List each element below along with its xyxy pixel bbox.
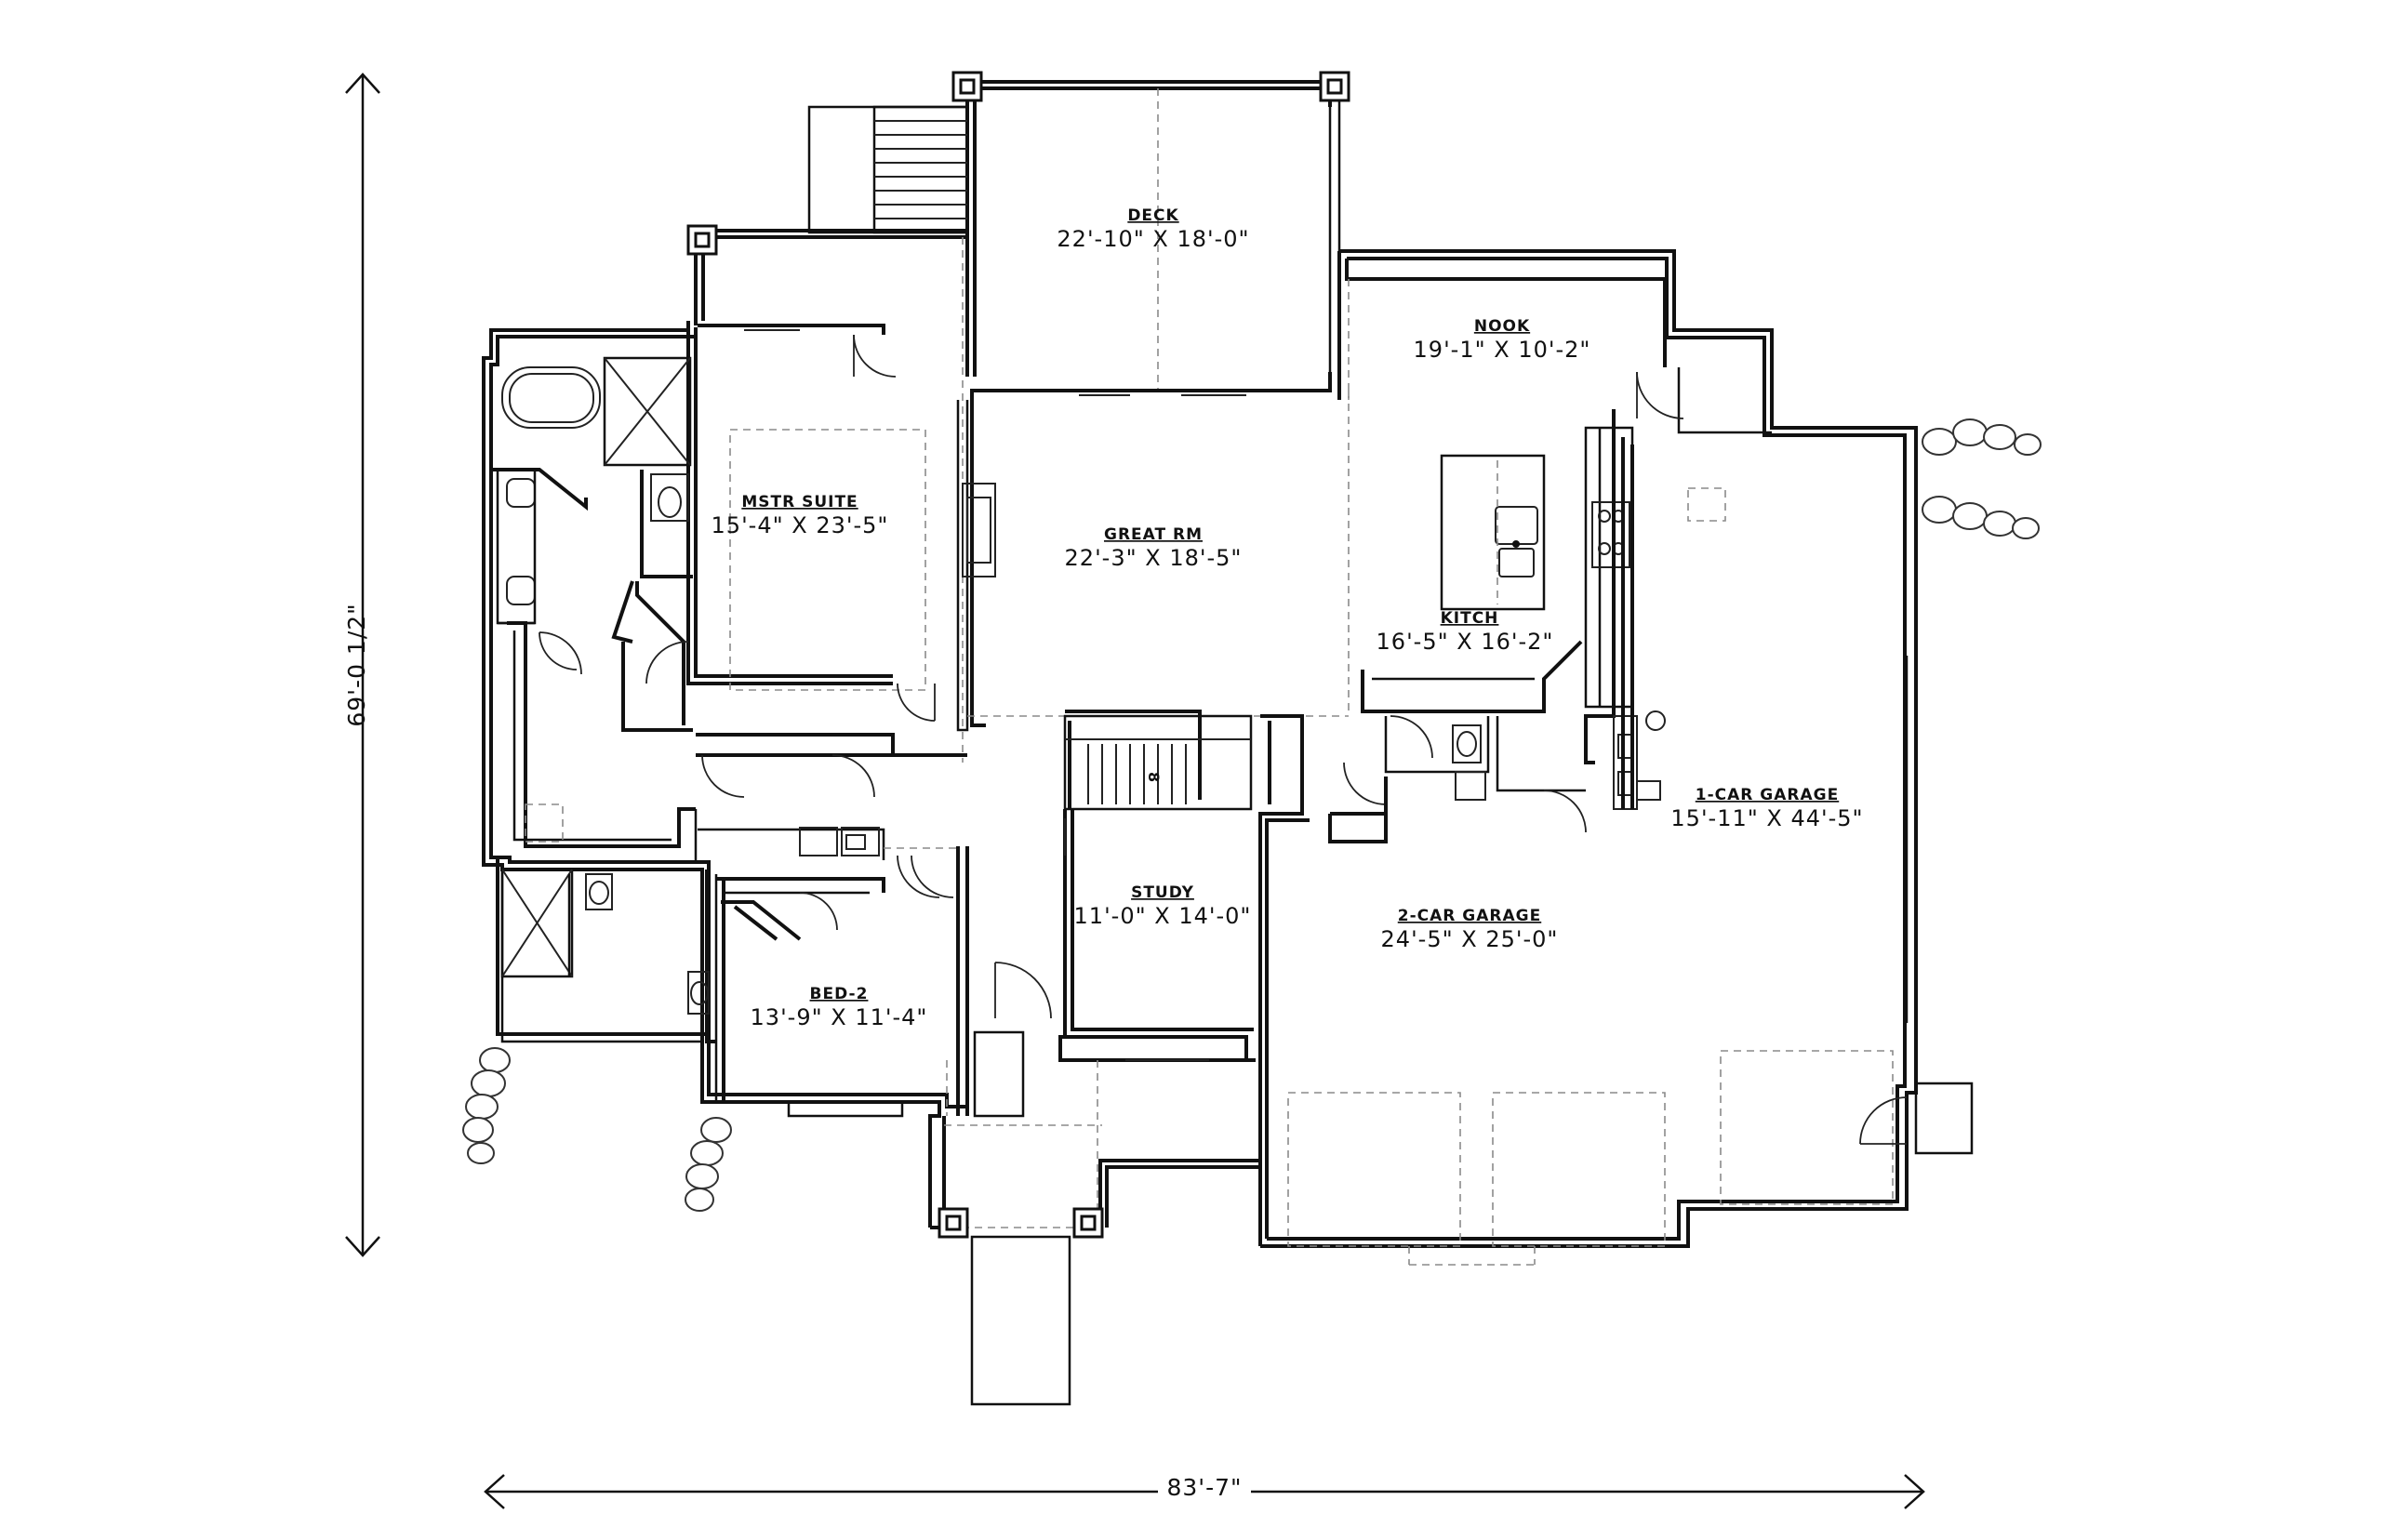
kitchen-name: KITCH [1441, 609, 1499, 628]
bed-2-area: BED-2 13'-9" X 11'-4" [500, 846, 969, 1116]
deck-name: DECK [1127, 206, 1178, 225]
hall-area [694, 733, 967, 898]
master-bath-area [491, 356, 696, 848]
landscape-stones-left [462, 1047, 732, 1212]
front-porch-area [930, 1030, 1260, 1406]
exterior-walls [482, 249, 1974, 1266]
one-car-garage-name: 1-CAR GARAGE [1696, 786, 1839, 804]
one-car-garage-area: 1-CAR GARAGE 15'-11" X 44'-5" [1621, 437, 1908, 1205]
bed-2-size: 13'-9" X 11'-4" [751, 1004, 928, 1030]
bed-2-name: BED-2 [810, 985, 869, 1003]
kitchen-area: NOOK 19'-1" X 10'-2" KITCH 16'-5" X 16'-… [1348, 279, 1684, 764]
master-suite-name: MSTR SUITE [741, 493, 858, 511]
two-car-garage-size: 24'-5" X 25'-0" [1381, 926, 1559, 952]
stair-count-label: 8 [1145, 772, 1163, 783]
deck-size: 22'-10" X 18'-0" [1057, 226, 1249, 252]
study-size: 11'-0" X 14'-0" [1074, 903, 1252, 929]
study-area: STUDY 11'-0" X 14'-0" [994, 809, 1262, 1062]
nook-name: NOOK [1474, 317, 1530, 336]
nook-size: 19'-1" X 10'-2" [1414, 337, 1591, 363]
landscape-stones-right [1922, 418, 2042, 539]
stair-area: 8 [1063, 710, 1666, 843]
great-room-area: GREAT RM 22'-3" X 18'-5" [967, 391, 1350, 717]
width-dimension: 83'-7" [484, 1473, 1925, 1509]
depth-dimension: 69'-0 1/2" [343, 73, 380, 1257]
two-car-garage-name: 2-CAR GARAGE [1398, 907, 1541, 925]
study-name: STUDY [1131, 883, 1194, 902]
two-car-garage-area: 2-CAR GARAGE 24'-5" X 25'-0" [1287, 907, 1666, 1247]
great-room-name: GREAT RM [1104, 525, 1203, 544]
one-car-garage-size: 15'-11" X 44'-5" [1670, 805, 1863, 831]
deck-area: DECK 22'-10" X 18'-0" [686, 71, 1350, 763]
great-room-size: 22'-3" X 18'-5" [1065, 545, 1243, 571]
master-suite-size: 15'-4" X 23'-5" [712, 512, 889, 538]
kitchen-size: 16'-5" X 16'-2" [1377, 629, 1554, 655]
depth-dimension-label: 69'-0 1/2" [343, 603, 370, 726]
master-suite-area: MSTR SUITE 15'-4" X 23'-5" [686, 324, 996, 732]
width-dimension-label: 83'-7" [1166, 1474, 1242, 1501]
